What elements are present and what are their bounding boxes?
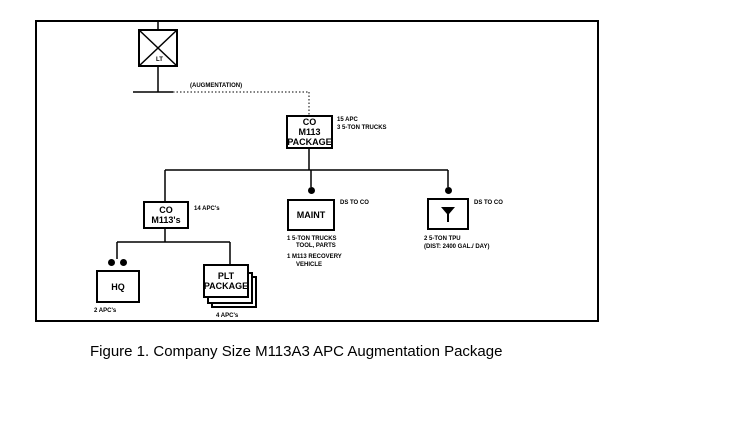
maint-item: VEHICLE — [296, 262, 323, 268]
fuel-item: 2 5-TON TPU — [424, 236, 461, 242]
unit-symbol-label: LT — [155, 57, 164, 64]
co-m113-box: CO M113's — [143, 201, 189, 229]
co-package-note-trucks: 3 5-TON TRUCKS — [337, 125, 387, 131]
fuel-dot-icon — [445, 187, 452, 194]
maint-dot-icon — [308, 187, 315, 194]
figure-caption: Figure 1. Company Size M113A3 APC Augmen… — [90, 343, 503, 360]
hq-box: HQ — [96, 270, 140, 303]
plt-package-box: PLT PACKAGE — [203, 264, 249, 298]
maint-note: DS TO CO — [340, 200, 369, 206]
hq-dot-icon — [120, 259, 127, 266]
co-m113-title-line: M113's — [151, 215, 181, 225]
co-package-title-line: PACKAGE — [287, 137, 332, 147]
maint-box: MAINT — [287, 199, 335, 231]
fuel-item: (DIST: 2400 GAL./ DAY) — [424, 244, 490, 250]
plt-title-line: PLT — [217, 271, 235, 281]
co-package-title-line: M113 — [298, 127, 321, 137]
co-package-title-line: CO — [302, 117, 317, 127]
maint-title: MAINT — [296, 210, 326, 220]
plt-note: 4 APC's — [216, 313, 239, 319]
hq-dot-icon — [108, 259, 115, 266]
maint-item: 1 M113 RECOVERY — [287, 254, 342, 260]
diagram-frame — [35, 20, 599, 322]
co-package-box: CO M113 PACKAGE — [286, 115, 333, 149]
fuel-box — [427, 198, 469, 230]
fuel-note: DS TO CO — [474, 200, 503, 206]
augmentation-label: (AUGMENTATION) — [190, 83, 243, 89]
plt-title-line: PACKAGE — [203, 281, 249, 291]
fuel-funnel-icon — [441, 207, 455, 222]
maint-item: TOOL, PARTS — [296, 243, 336, 249]
co-m113-note: 14 APC's — [194, 206, 220, 212]
co-package-note-apc: 15 APC — [337, 117, 358, 123]
hq-note: 2 APC's — [94, 308, 117, 314]
hq-title: HQ — [111, 281, 125, 292]
co-m113-title-line: CO — [159, 205, 173, 215]
maint-item: 1 5-TON TRUCKS — [287, 236, 337, 242]
